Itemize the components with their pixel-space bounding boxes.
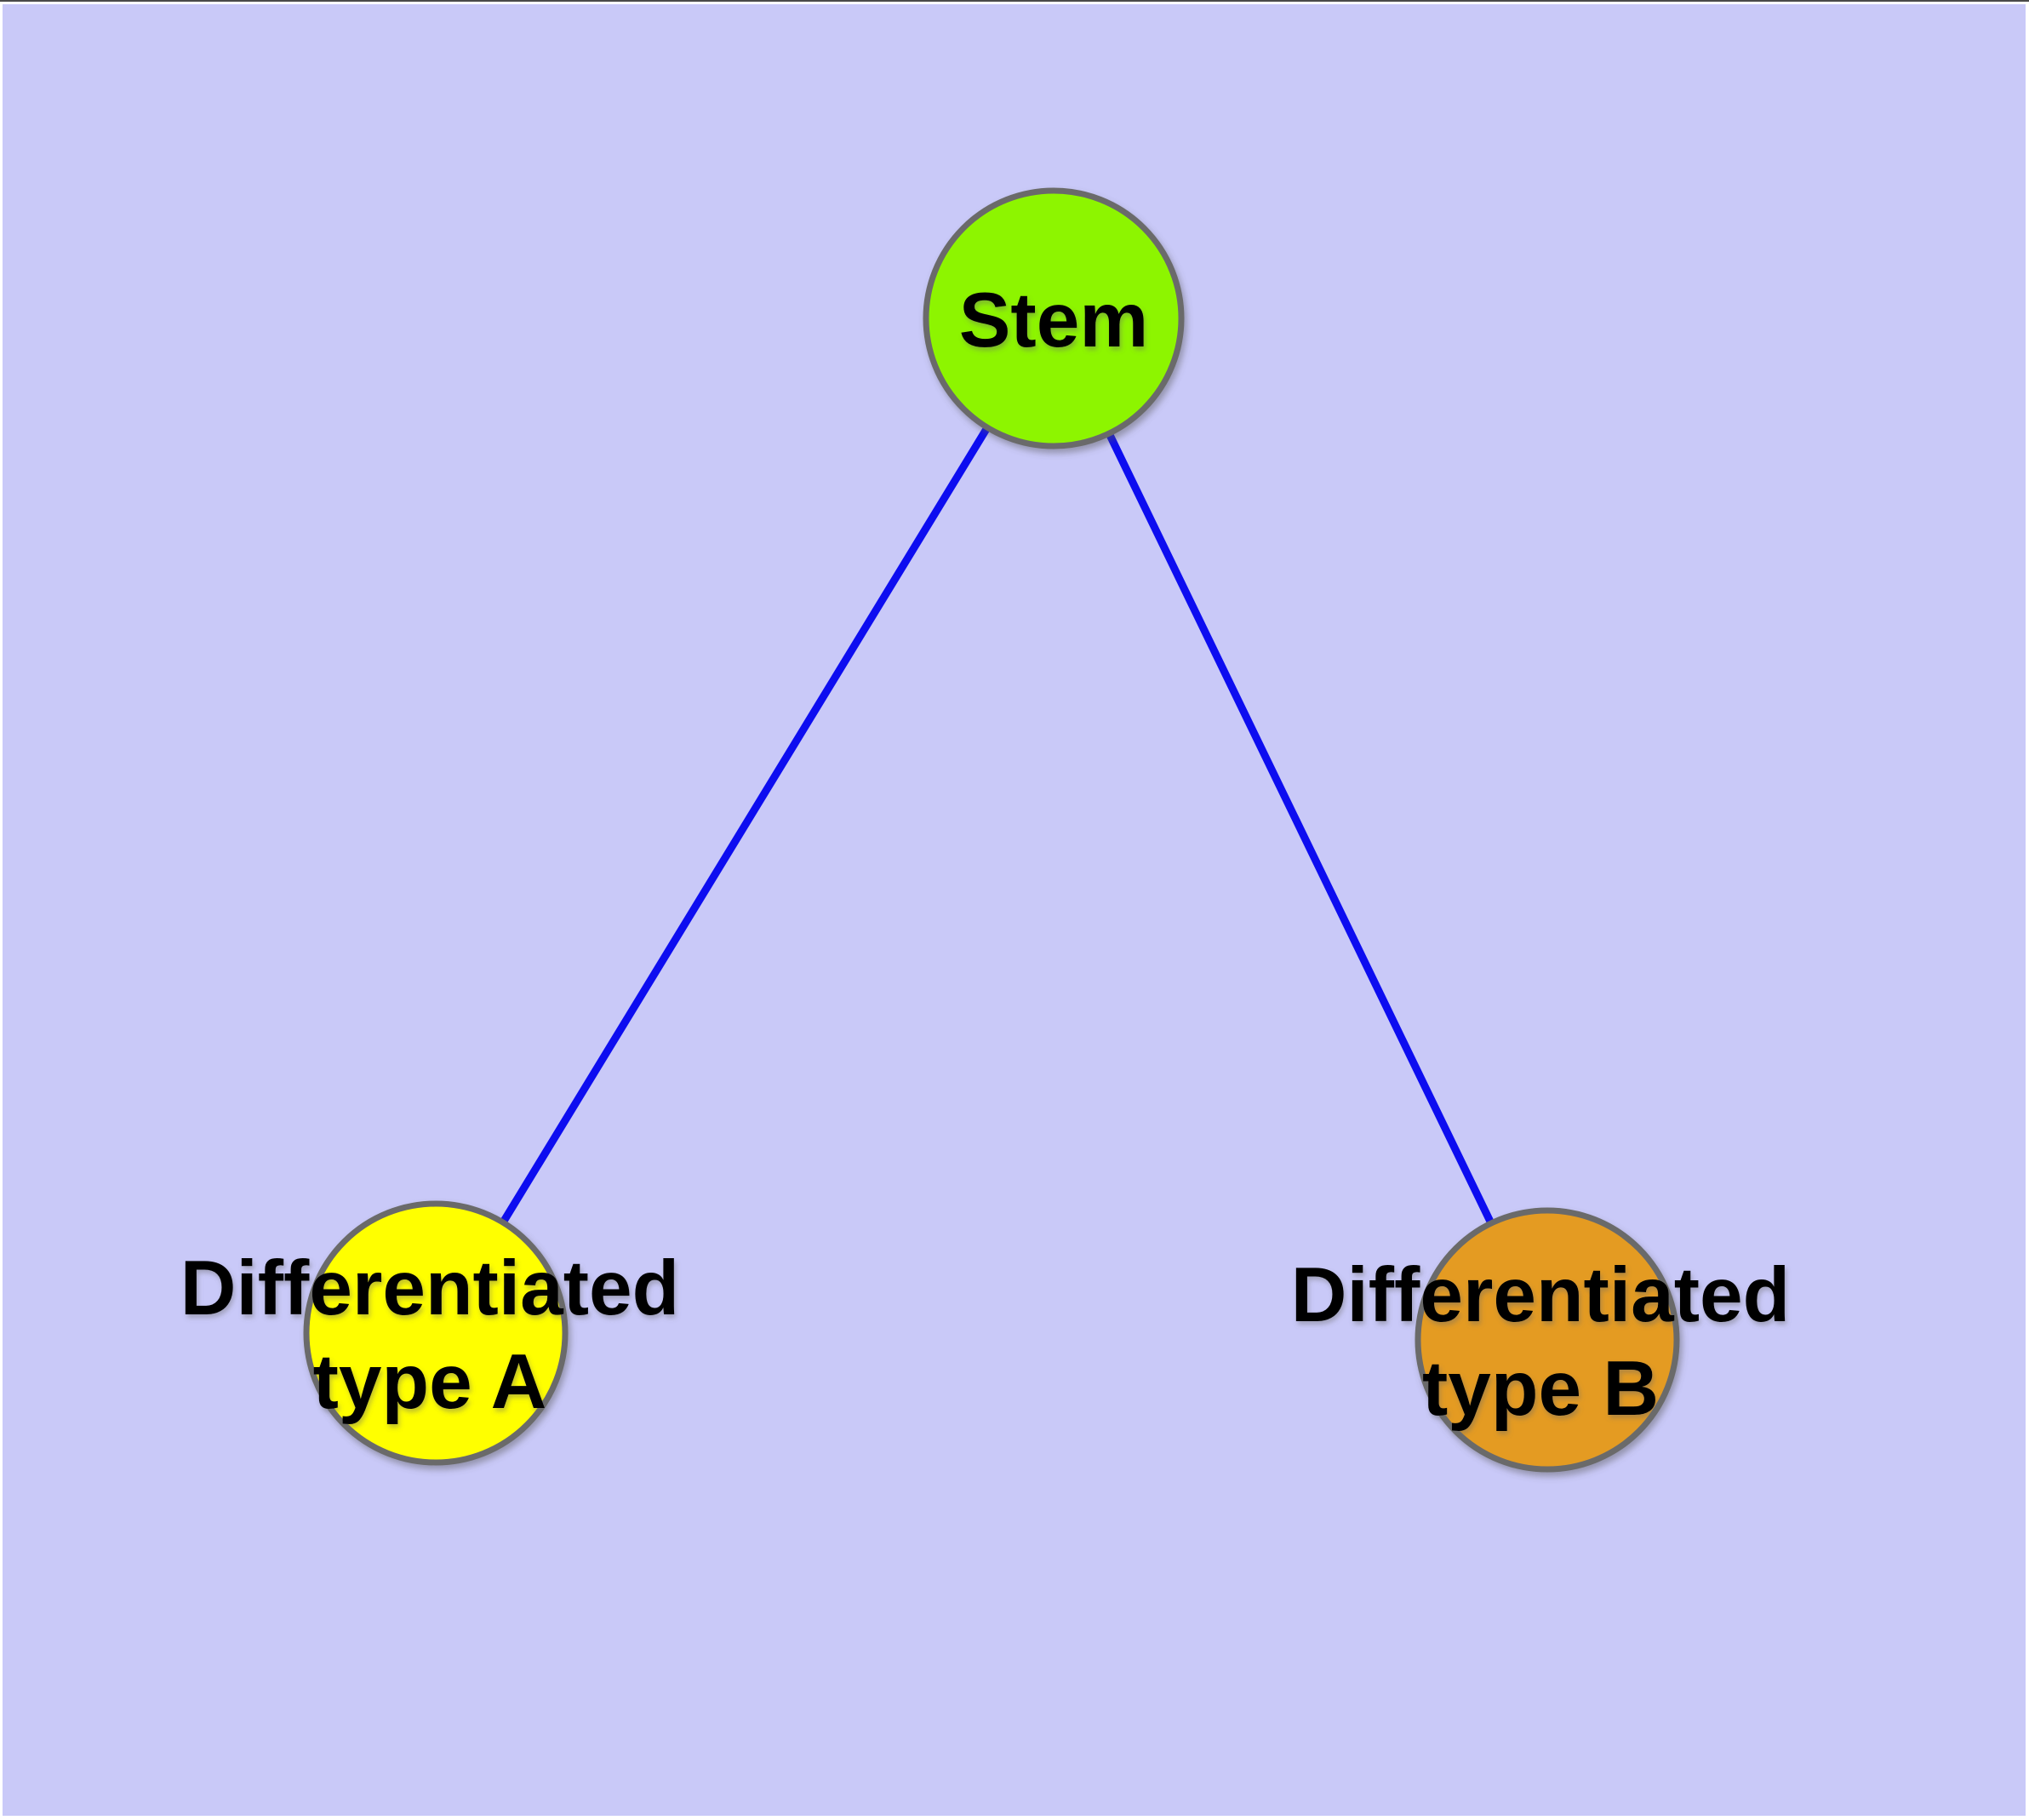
node-stem-circle[interactable]: [923, 187, 1185, 449]
node-type-b-label-line1: Differentiated: [1291, 1252, 1791, 1338]
node-type-b-circle[interactable]: [1415, 1207, 1680, 1473]
node-type-a-label-line1: Differentiated: [180, 1245, 680, 1331]
edge-layer: [500, 426, 1495, 1225]
edge-stem-to-type-b[interactable]: [1106, 433, 1495, 1225]
node-type-b-label-line2: type B: [1422, 1346, 1659, 1432]
edge-stem-to-type-a[interactable]: [500, 426, 990, 1225]
node-type-a-circle[interactable]: [303, 1200, 569, 1466]
window-top-edge: [0, 0, 2029, 2]
node-type-b[interactable]: Differentiated type B: [1291, 1207, 1791, 1473]
node-type-a-label-line2: type A: [313, 1339, 547, 1425]
node-stem-label: Stem: [959, 278, 1149, 363]
node-type-a[interactable]: Differentiated type A: [180, 1200, 680, 1466]
node-stem[interactable]: Stem: [923, 187, 1185, 449]
